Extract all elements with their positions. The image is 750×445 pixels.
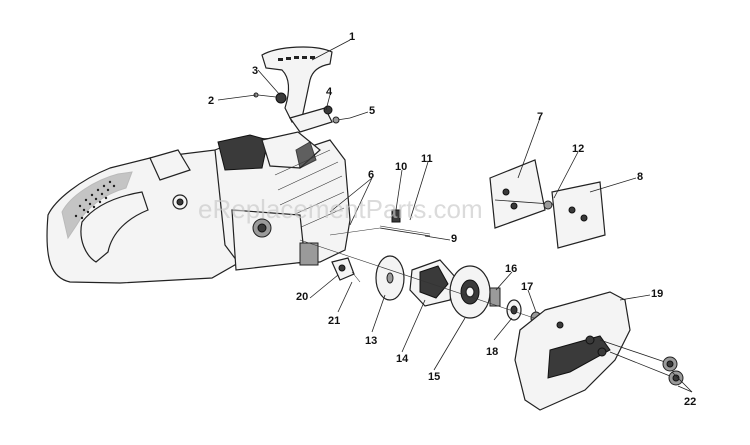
callout-4: 4	[326, 86, 333, 98]
callout-9: 9	[451, 233, 457, 245]
callout-17: 17	[521, 281, 533, 293]
callout-12: 12	[572, 143, 584, 155]
callout-6: 6	[368, 169, 374, 181]
callout-5: 5	[369, 105, 375, 117]
callout-18: 18	[486, 346, 498, 358]
callout-8: 8	[637, 171, 643, 183]
callout-13: 13	[365, 335, 377, 347]
callout-15: 15	[428, 371, 440, 383]
callout-1: 1	[349, 31, 355, 43]
callout-21: 21	[328, 315, 340, 327]
callout-labels: 1 2 3 4 5 6 7 8 9 10 11 12 13 14 15 16 1…	[208, 31, 696, 408]
callout-10: 10	[395, 161, 407, 173]
callout-22: 22	[684, 396, 696, 408]
leader-lines	[217, 39, 693, 393]
main-housing	[46, 131, 351, 284]
callout-7: 7	[537, 111, 543, 123]
callout-2: 2	[208, 95, 214, 107]
callout-19: 19	[651, 288, 663, 300]
callout-14: 14	[396, 353, 409, 365]
callout-3: 3	[252, 65, 258, 77]
vent-pattern	[61, 171, 133, 240]
callout-20: 20	[296, 291, 308, 303]
front-handle-assembly	[253, 46, 351, 133]
callout-16: 16	[505, 263, 517, 275]
watermark-text: eReplacementParts.com	[198, 194, 483, 224]
callout-11: 11	[421, 153, 433, 165]
oil-pickup	[331, 257, 361, 283]
guide-plates	[489, 159, 606, 249]
side-cover	[514, 291, 684, 411]
clutch-assembly	[299, 239, 542, 325]
